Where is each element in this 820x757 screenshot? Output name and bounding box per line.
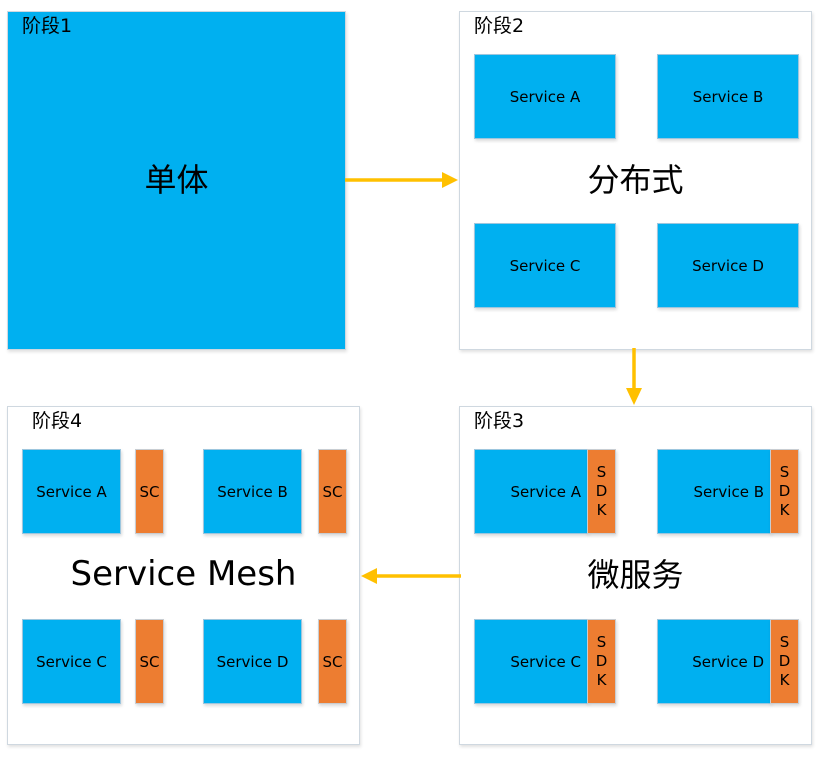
sdk-letter: S — [596, 463, 607, 481]
stage-1-monolith: 阶段1 单体 — [7, 11, 346, 350]
stage-4-service-b: Service B — [203, 449, 302, 534]
stage-3-microservices: 阶段3 Service A S D K Service B S D K 微服务 … — [459, 406, 812, 745]
stage-3-label: 阶段3 — [474, 410, 525, 432]
arrow-stage3-to-stage4 — [361, 568, 461, 584]
sdk-letter: D — [778, 652, 791, 670]
stage-4-label: 阶段4 — [32, 410, 83, 432]
stage-3-service-a: Service A — [474, 449, 588, 534]
sdk-letter: K — [779, 671, 790, 689]
stage-2-title: 分布式 — [587, 161, 684, 199]
stage-3-title: 微服务 — [587, 556, 684, 594]
stage-4-service-a: Service A — [22, 449, 121, 534]
sdk-letter: K — [596, 671, 607, 689]
sdk-letter: S — [779, 463, 790, 481]
sdk-letter: D — [778, 482, 791, 500]
stage-4-sidecar-d: SC — [318, 619, 347, 704]
stage-2-service-c: Service C — [474, 223, 616, 308]
stage-1-title: 单体 — [144, 161, 209, 199]
stage-4-service-mesh: 阶段4 Service A SC Service B SC Service Me… — [7, 406, 360, 745]
stage-3-sdk-b: S D K — [770, 449, 799, 534]
stage-3-sdk-d: S D K — [770, 619, 799, 704]
stage-2-label: 阶段2 — [474, 15, 525, 37]
stage-4-sidecar-c: SC — [135, 619, 164, 704]
stage-4-service-d: Service D — [203, 619, 302, 704]
stage-2-distributed: 阶段2 Service A Service B 分布式 Service C Se… — [459, 11, 812, 350]
stage-4-title: Service Mesh — [70, 554, 297, 594]
stage-3-service-b-label: Service B — [693, 482, 765, 501]
stage-2-service-d: Service D — [657, 223, 799, 308]
arrow-stage2-to-stage3 — [626, 348, 642, 405]
stage-3-sdk-c: S D K — [587, 619, 616, 704]
sdk-letter: D — [595, 652, 608, 670]
sdk-letter: S — [596, 633, 607, 651]
stage-4-service-c: Service C — [22, 619, 121, 704]
sdk-letter: K — [596, 501, 607, 519]
stage-3-service-c-label: Service C — [510, 652, 581, 671]
sdk-letter: D — [595, 482, 608, 500]
sdk-letter: S — [779, 633, 790, 651]
stage-2-service-b: Service B — [657, 54, 799, 139]
arrow-stage1-to-stage2 — [345, 172, 458, 188]
stage-3-service-b: Service B — [657, 449, 771, 534]
stage-3-sdk-a: S D K — [587, 449, 616, 534]
stage-1-label: 阶段1 — [22, 15, 73, 37]
stage-3-service-d: Service D — [657, 619, 771, 704]
stage-3-service-c: Service C — [474, 619, 588, 704]
sdk-letter: K — [779, 501, 790, 519]
stage-2-service-a: Service A — [474, 54, 616, 139]
stage-4-sidecar-b: SC — [318, 449, 347, 534]
stage-4-sidecar-a: SC — [135, 449, 164, 534]
stage-3-service-a-label: Service A — [510, 482, 581, 501]
stage-3-service-d-label: Service D — [692, 652, 764, 671]
